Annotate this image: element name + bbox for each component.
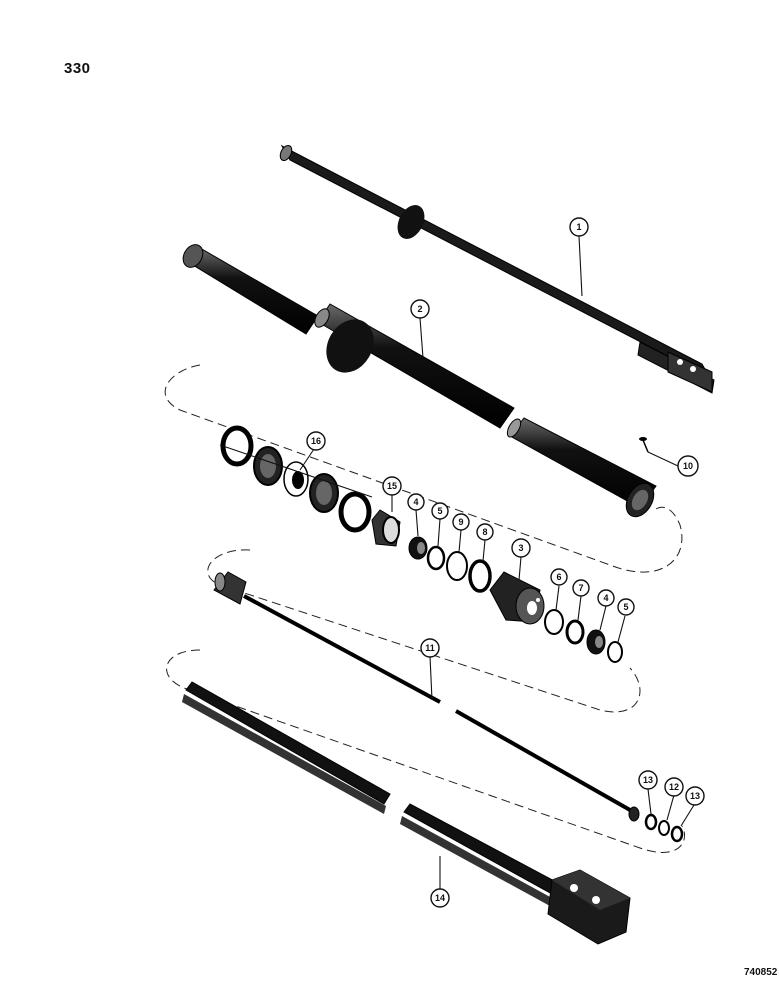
callout-6: 6 bbox=[550, 568, 568, 586]
callout-16: 16 bbox=[306, 431, 326, 451]
piston-seals-lower bbox=[544, 609, 623, 663]
svg-text:9: 9 bbox=[458, 517, 463, 527]
rod-end-washers bbox=[644, 813, 684, 843]
part-15-packing-nut bbox=[371, 509, 401, 547]
callout-5b: 5 bbox=[617, 598, 635, 616]
callout-10: 10 bbox=[677, 455, 699, 477]
svg-text:13: 13 bbox=[643, 775, 653, 785]
svg-text:6: 6 bbox=[556, 572, 561, 582]
figure-code: 740852 bbox=[744, 967, 778, 978]
svg-text:7: 7 bbox=[578, 583, 583, 593]
part-16-packing-set bbox=[220, 425, 372, 533]
assembly-outline-middle bbox=[207, 549, 641, 713]
assembly-outline-upper bbox=[164, 364, 683, 573]
part-2-cylinder-tube bbox=[182, 244, 657, 518]
svg-text:12: 12 bbox=[669, 782, 679, 792]
callout-3: 3 bbox=[511, 538, 531, 558]
svg-text:4: 4 bbox=[413, 497, 418, 507]
part-11-piston-rod bbox=[213, 571, 640, 822]
svg-text:1: 1 bbox=[576, 222, 581, 232]
svg-text:14: 14 bbox=[435, 893, 445, 903]
callout-2: 2 bbox=[410, 299, 430, 319]
leader-lines bbox=[219, 235, 695, 890]
svg-text:5: 5 bbox=[623, 602, 628, 612]
page-number: 330 bbox=[64, 60, 91, 77]
svg-text:16: 16 bbox=[311, 436, 321, 446]
callout-7: 7 bbox=[572, 579, 590, 597]
svg-text:2: 2 bbox=[417, 304, 422, 314]
svg-text:10: 10 bbox=[683, 461, 693, 471]
callout-4a: 4 bbox=[407, 493, 425, 511]
svg-text:11: 11 bbox=[425, 643, 435, 653]
callout-1: 1 bbox=[569, 217, 589, 237]
svg-text:3: 3 bbox=[518, 543, 523, 553]
callout-5a: 5 bbox=[431, 502, 449, 520]
callout-4b: 4 bbox=[597, 589, 615, 607]
callout-8: 8 bbox=[476, 523, 494, 541]
svg-text:13: 13 bbox=[690, 791, 700, 801]
callout-12: 12 bbox=[664, 777, 684, 797]
part-10-screw bbox=[639, 437, 649, 453]
svg-text:4: 4 bbox=[603, 593, 608, 603]
svg-text:8: 8 bbox=[482, 527, 487, 537]
callout-13a: 13 bbox=[638, 770, 658, 790]
part-1-rod bbox=[279, 144, 715, 394]
callout-9: 9 bbox=[452, 513, 470, 531]
part-3-piston bbox=[489, 571, 545, 625]
svg-text:15: 15 bbox=[387, 481, 397, 491]
callout-15: 15 bbox=[382, 476, 402, 496]
callout-11: 11 bbox=[420, 638, 440, 658]
callout-13b: 13 bbox=[685, 786, 705, 806]
piston-seals-upper bbox=[408, 536, 492, 593]
part-14-bar bbox=[182, 681, 631, 945]
callout-14: 14 bbox=[430, 888, 450, 908]
svg-text:5: 5 bbox=[437, 506, 442, 516]
